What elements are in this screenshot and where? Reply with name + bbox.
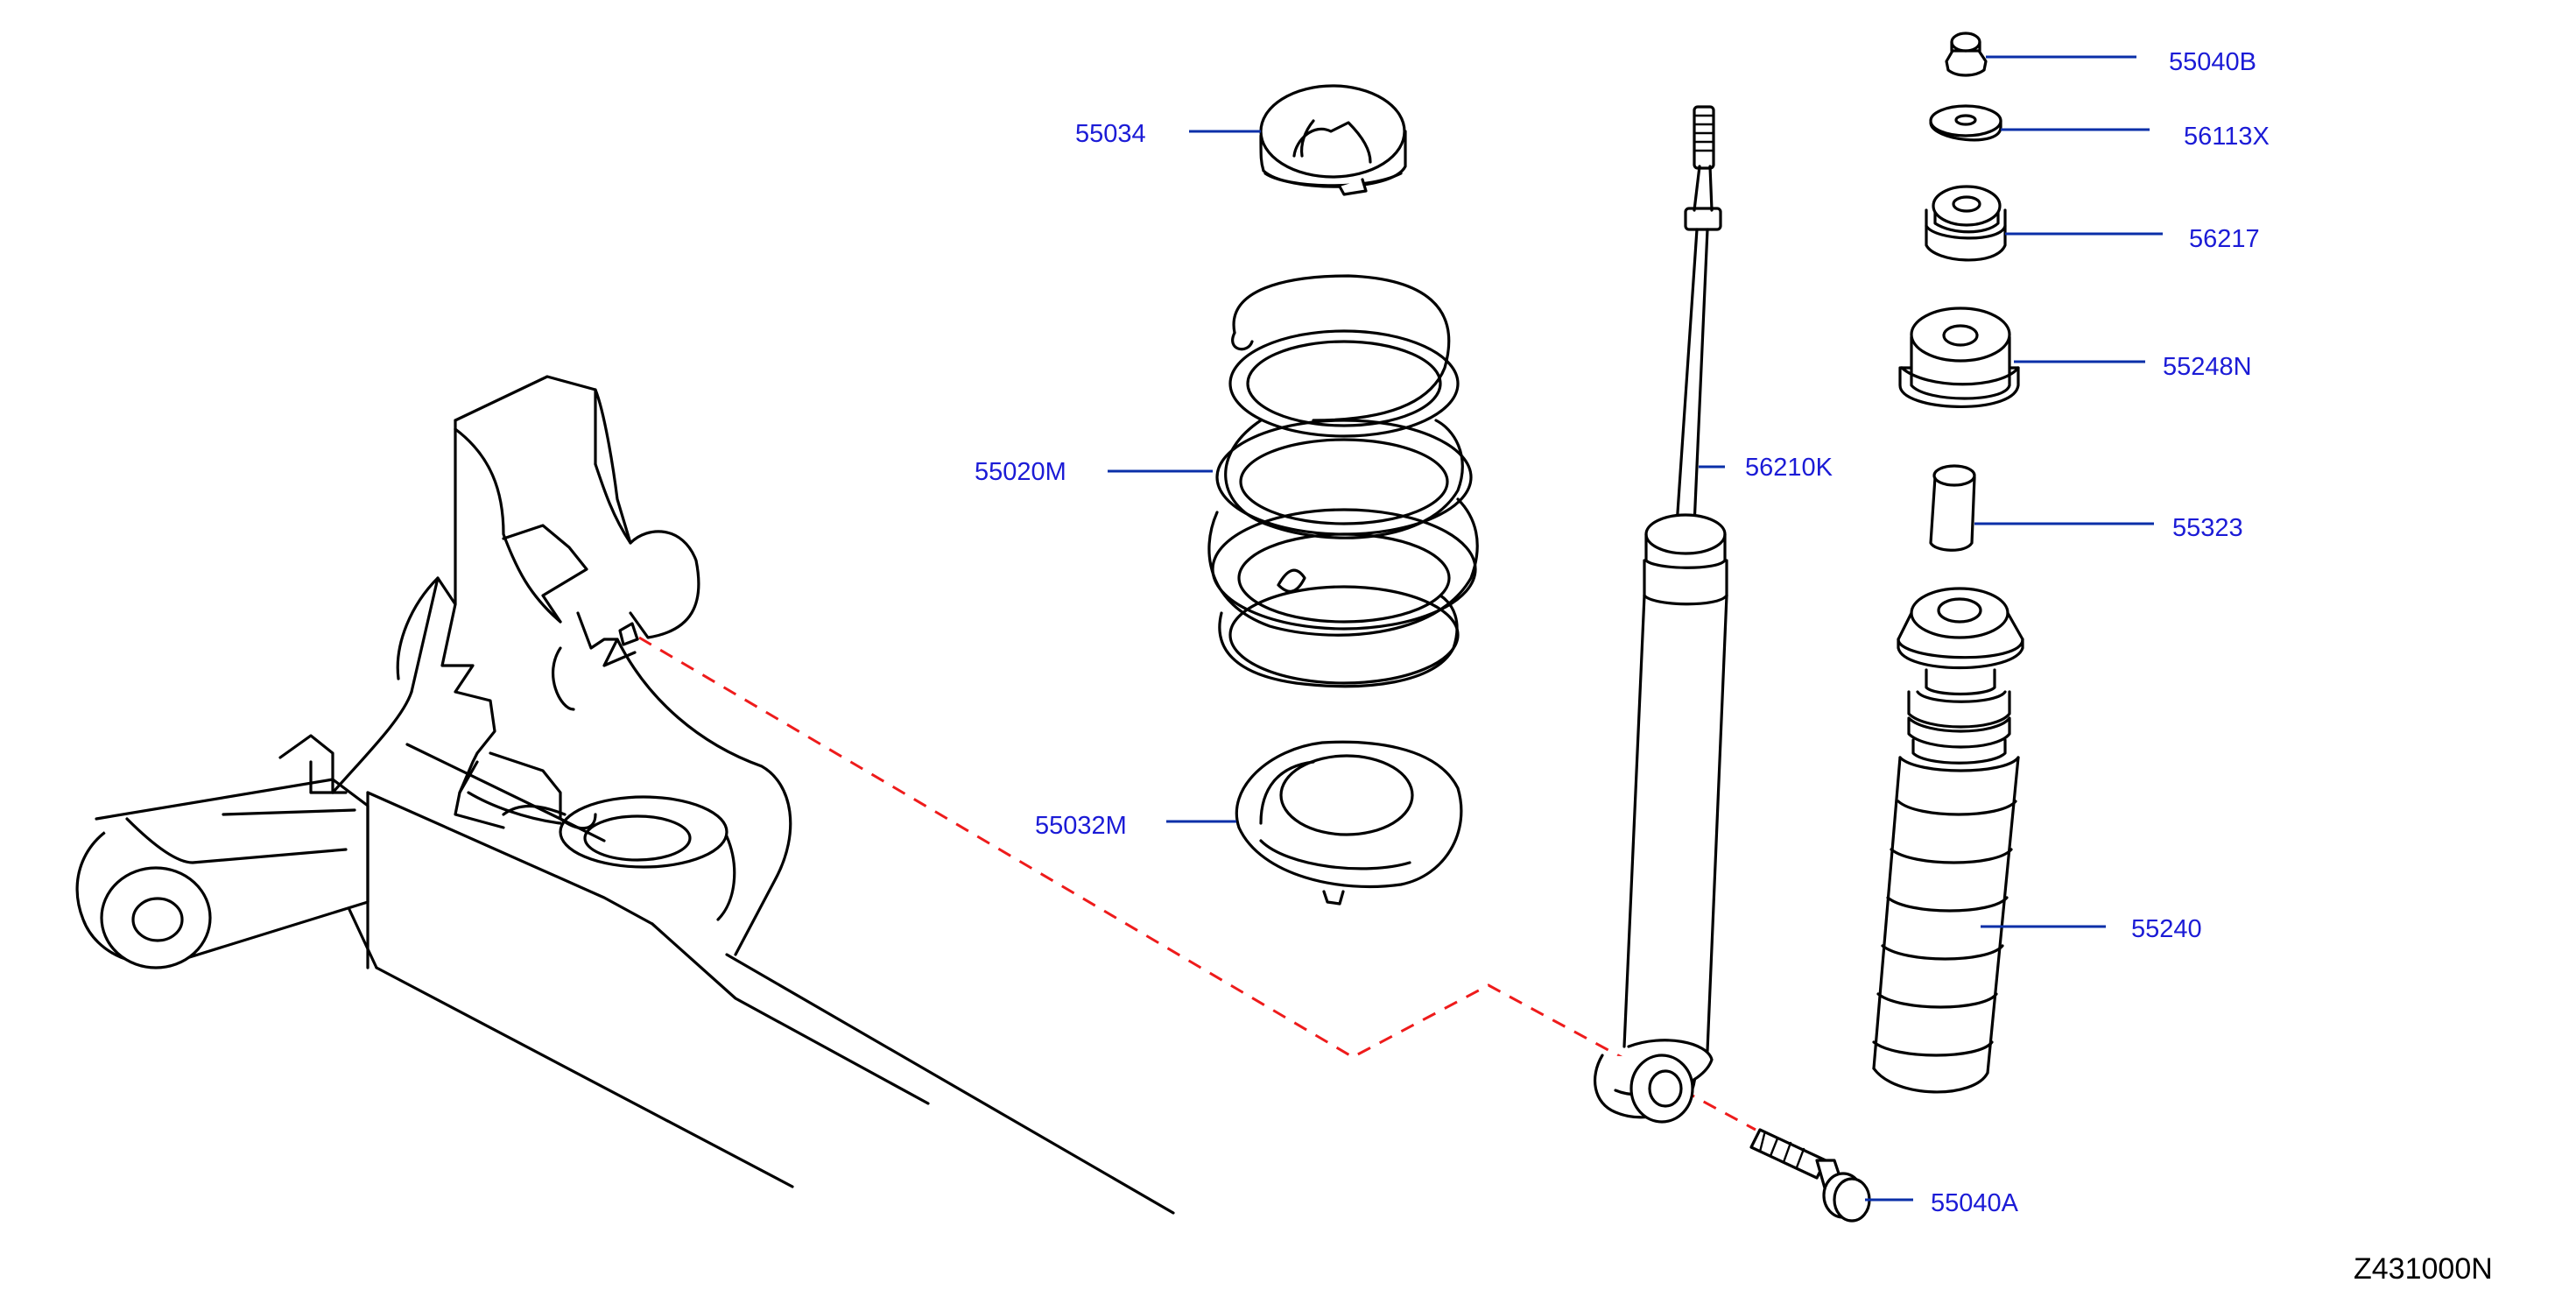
part-56113x-drawing xyxy=(1929,104,2002,142)
part-55240-drawing xyxy=(1872,587,2024,1094)
part-56217-drawing xyxy=(1925,185,2007,262)
part-55034-drawing xyxy=(1259,84,1407,196)
part-55248n-drawing xyxy=(1898,307,2020,408)
part-55032m-drawing xyxy=(1235,740,1463,906)
diagram-reference-code: Z431000N xyxy=(2354,1252,2493,1286)
part-56210k-drawing xyxy=(1594,105,1728,1124)
label-55032m[interactable]: 55032M xyxy=(1035,812,1127,840)
part-55040a-drawing xyxy=(1749,1128,1871,1223)
label-55034[interactable]: 55034 xyxy=(1075,120,1146,148)
label-56210k[interactable]: 56210K xyxy=(1745,454,1833,482)
label-56113x[interactable]: 56113X xyxy=(2184,123,2270,151)
part-55040b-drawing xyxy=(1945,32,1988,77)
label-55020m[interactable]: 55020M xyxy=(975,458,1066,486)
axle-beam-drawing xyxy=(75,375,1175,1215)
label-55040b[interactable]: 55040B xyxy=(2169,48,2256,76)
label-55323[interactable]: 55323 xyxy=(2172,514,2243,542)
part-55323-drawing xyxy=(1929,464,1976,552)
part-55020m-drawing xyxy=(1207,274,1479,688)
label-55240[interactable]: 55240 xyxy=(2131,915,2202,943)
label-55040a[interactable]: 55040A xyxy=(1931,1189,2019,1217)
label-55248n[interactable]: 55248N xyxy=(2163,353,2252,381)
label-56217[interactable]: 56217 xyxy=(2189,225,2260,253)
mount-path-line xyxy=(638,636,1756,1131)
